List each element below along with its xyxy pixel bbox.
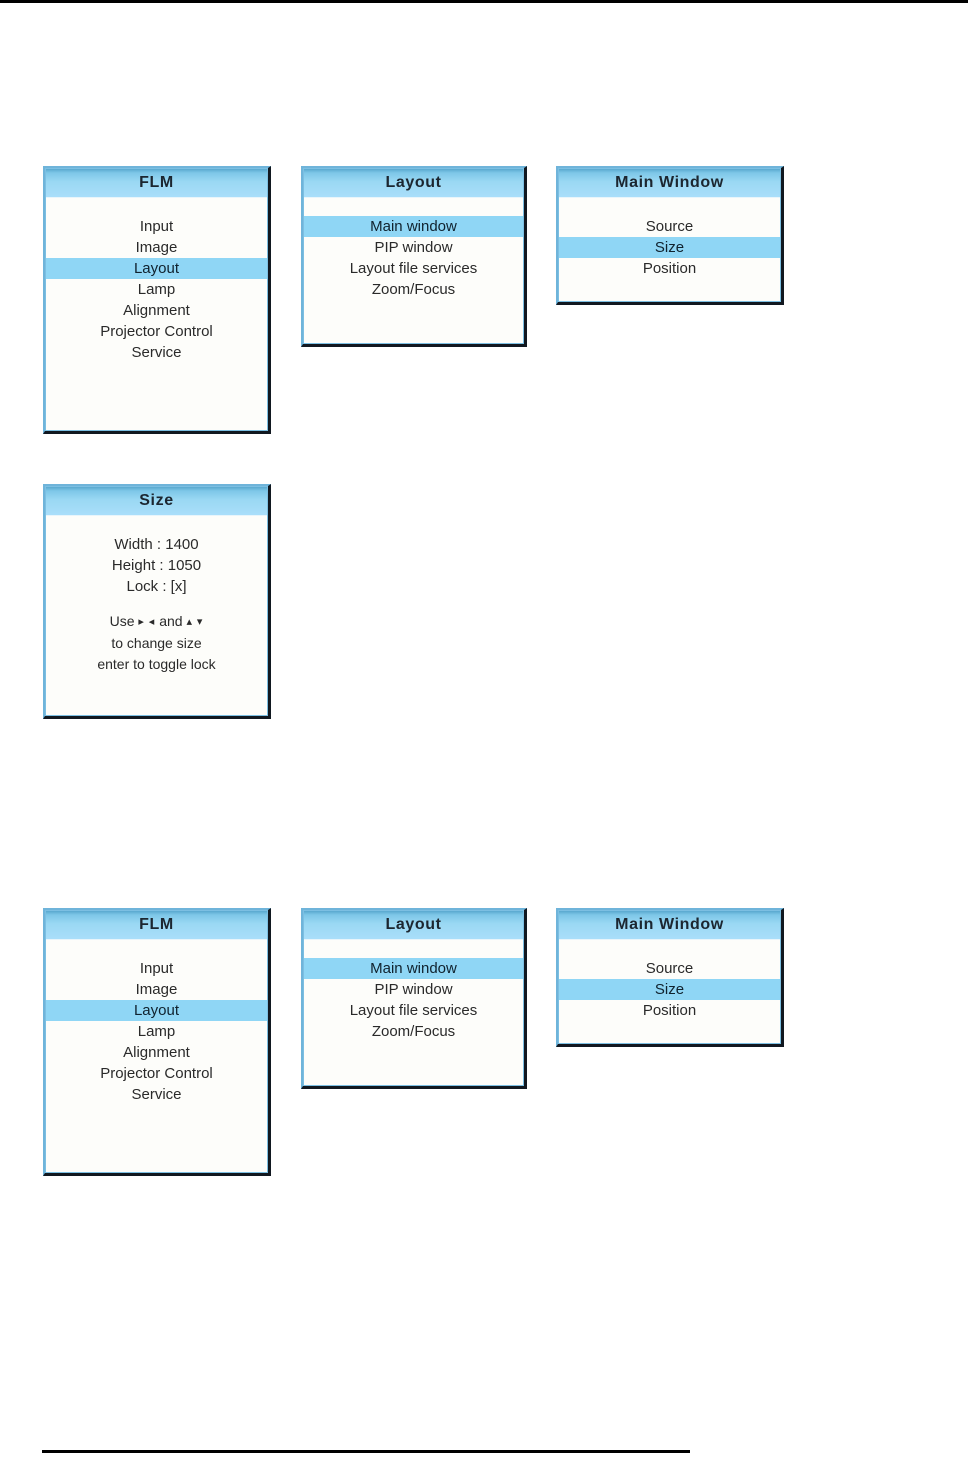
osd-menu-list-flm-bottom: Input Image Layout Lamp Alignment Projec… [46,940,267,1105]
menu-item-source[interactable]: Source [645,218,694,235]
osd-size-fields: Width : 1400 Height : 1050 Lock : [x] Us… [46,516,267,675]
menu-item-alignment[interactable]: Alignment [123,1044,190,1061]
menu-item-zoom-focus[interactable]: Zoom/Focus [371,281,456,298]
osd-panel-flm-top: FLM Input Image Layout Lamp Alignment Pr… [43,166,271,434]
osd-panel-flm-bottom: FLM Input Image Layout Lamp Alignment Pr… [43,908,271,1176]
menu-item-service[interactable]: Service [131,1086,182,1103]
menu-item-position[interactable]: Position [642,1002,697,1019]
osd-menu-list-layout-bottom: Main window PIP window Layout file servi… [304,940,523,1042]
menu-item-input[interactable]: Input [139,218,174,235]
menu-item-alignment[interactable]: Alignment [123,302,190,319]
osd-title-size: Size [46,487,267,516]
size-field-width[interactable]: Width : 1400 [114,536,199,553]
menu-item-zoom-focus[interactable]: Zoom/Focus [371,1023,456,1040]
osd-title-main-window-bottom: Main Window [559,911,780,940]
menu-item-size[interactable]: Size [559,979,780,1000]
menu-item-projector-control[interactable]: Projector Control [100,323,213,340]
menu-item-input[interactable]: Input [139,960,174,977]
osd-title-layout-top: Layout [304,169,523,198]
osd-panel-main-window-top: Main Window Source Size Position [556,166,784,305]
spacer [46,597,267,611]
osd-panel-layout-top: Layout Main window PIP window Layout fil… [301,166,527,347]
footnote-separator [42,1450,690,1453]
menu-item-image[interactable]: Image [135,981,178,998]
arrow-left-icon: ◂ [148,616,156,628]
menu-item-layout[interactable]: Layout [46,258,267,279]
menu-item-position[interactable]: Position [642,260,697,277]
menu-item-layout[interactable]: Layout [46,1000,267,1021]
arrow-down-icon: ▾ [196,616,204,628]
menu-item-main-window[interactable]: Main window [304,216,523,237]
arrow-up-icon: ▴ [186,616,193,628]
size-hint-line-3: enter to toggle lock [97,656,216,672]
osd-menu-list-layout-top: Main window PIP window Layout file servi… [304,198,523,300]
osd-menu-list-main-window-bottom: Source Size Position [559,940,780,1021]
osd-title-layout-bottom: Layout [304,911,523,940]
menu-item-source[interactable]: Source [645,960,694,977]
osd-panel-main-window-bottom: Main Window Source Size Position [556,908,784,1047]
menu-item-pip-window[interactable]: PIP window [374,239,453,256]
osd-title-main-window-top: Main Window [559,169,780,198]
size-field-height[interactable]: Height : 1050 [111,557,202,574]
size-field-lock[interactable]: Lock : [x] [126,578,187,595]
menu-item-size[interactable]: Size [559,237,780,258]
menu-item-layout-file-services[interactable]: Layout file services [349,260,478,277]
osd-title-flm-top: FLM [46,169,267,198]
osd-title-flm-bottom: FLM [46,911,267,940]
arrow-right-icon: ▸ [138,616,145,628]
menu-item-layout-file-services[interactable]: Layout file services [349,1002,478,1019]
hint-use-label: Use [109,613,135,629]
size-hint-line-2: to change size [111,635,202,651]
menu-item-main-window[interactable]: Main window [304,958,523,979]
page-top-rule [0,0,968,3]
osd-menu-list-main-window-top: Source Size Position [559,198,780,279]
menu-item-pip-window[interactable]: PIP window [374,981,453,998]
menu-item-lamp[interactable]: Lamp [137,281,176,298]
menu-item-image[interactable]: Image [135,239,178,256]
osd-panel-size: Size Width : 1400 Height : 1050 Lock : [… [43,484,271,719]
menu-item-lamp[interactable]: Lamp [137,1023,176,1040]
osd-menu-list-flm-top: Input Image Layout Lamp Alignment Projec… [46,198,267,363]
menu-item-projector-control[interactable]: Projector Control [100,1065,213,1082]
hint-and-label: and [159,613,183,629]
size-hint-line-1: Use ▸ ◂ and ▴ ▾ [46,611,267,633]
osd-panel-layout-bottom: Layout Main window PIP window Layout fil… [301,908,527,1089]
menu-item-service[interactable]: Service [131,344,182,361]
